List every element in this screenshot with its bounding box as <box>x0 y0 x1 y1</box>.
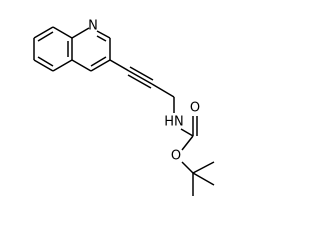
molecule-structure: N HN O O <box>33 19 215 196</box>
bond-benzo-2 <box>52 26 73 39</box>
bond-benzo-inner-1 <box>37 31 54 42</box>
pyridine-ring <box>71 27 111 72</box>
tert-butyl-group <box>192 161 215 196</box>
atom-label-ester-o: O <box>171 149 181 164</box>
bond-alkyne-ch2 <box>151 83 175 98</box>
atom-labels: N HN O O <box>88 19 200 164</box>
bond-triple-2 <box>129 66 154 81</box>
bond-aryl-alkyne <box>109 59 130 72</box>
alkyne-chain <box>109 59 175 113</box>
bond-pyr-1 <box>71 27 90 39</box>
bond-pyr-inner-1 <box>96 35 107 42</box>
bond-triple-3 <box>127 74 152 89</box>
bond-benzo-1 <box>33 26 54 39</box>
bond-nh-carbonyl <box>180 128 194 137</box>
bond-pyr-5 <box>71 59 92 72</box>
bond-benzo-inner-2 <box>37 56 54 67</box>
atom-label-quinoline-n: N <box>88 19 98 34</box>
benzo-ring <box>33 26 73 72</box>
bond-benzo-4 <box>52 59 73 72</box>
bond-pyr-4 <box>90 59 111 72</box>
atom-label-carbonyl-o: O <box>190 101 200 116</box>
bond-pyr-inner-2 <box>90 56 107 67</box>
bond-pyr-2 <box>96 30 111 39</box>
bond-triple-1 <box>128 70 153 85</box>
bond-tbu-methyl-right <box>192 161 215 174</box>
atom-label-carbamate-nh: HN <box>164 115 184 130</box>
bond-tbu-methyl-left <box>192 172 215 186</box>
carbamate-group <box>180 116 198 174</box>
bond-benzo-5 <box>33 59 54 72</box>
bond-carbonyl-ester-o <box>181 135 194 151</box>
bond-ester-o-tbu <box>181 161 194 174</box>
